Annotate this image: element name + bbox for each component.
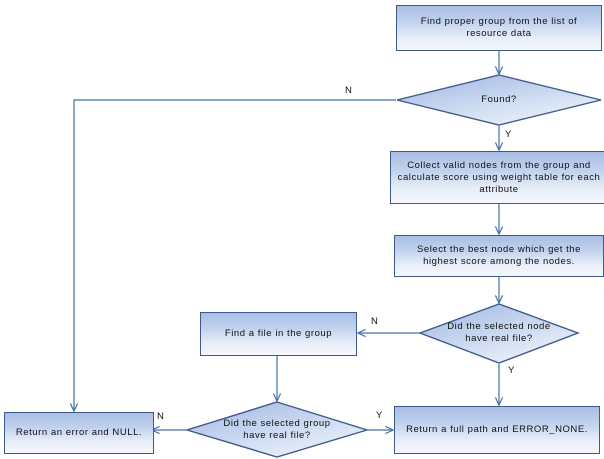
process-return-full-path-label: Return a full path and ERROR_NONE. (406, 424, 588, 435)
process-find-proper-group[interactable]: Find proper group from the list of resou… (396, 5, 602, 51)
process-select-best-node[interactable]: Select the best node which get the highe… (394, 235, 604, 277)
process-return-full-path[interactable]: Return a full path and ERROR_NONE. (394, 406, 600, 454)
process-find-file-in-group-label: Find a file in the group (224, 328, 333, 339)
process-select-best-node-label: Select the best node which get the highe… (417, 244, 581, 267)
process-return-error-and-null[interactable]: Return an error and NULL. (4, 412, 154, 454)
process-find-proper-group-label: Find proper group from the list of resou… (420, 16, 578, 39)
edge-label-group-has-file-no: N (157, 411, 165, 422)
edge-label-node-has-file-yes: Y (508, 365, 515, 376)
decision-node-has-file-shape (417, 303, 581, 364)
process-return-error-and-null-label: Return an error and NULL. (15, 427, 143, 438)
decision-found-shape (396, 74, 602, 126)
edge-label-found-yes: Y (505, 129, 512, 140)
decision-group-has-file-shape (184, 401, 370, 458)
process-find-file-in-group[interactable]: Find a file in the group (200, 312, 357, 356)
edge-label-group-has-file-yes: Y (376, 410, 383, 421)
connector-found-no-to-return-error (74, 99, 396, 411)
edge-label-found-no: N (345, 85, 353, 96)
edge-label-node-has-file-no: N (371, 316, 379, 327)
process-collect-valid-nodes-label: Collect valid nodes from the group and c… (397, 159, 601, 195)
process-collect-valid-nodes[interactable]: Collect valid nodes from the group and c… (390, 151, 604, 204)
